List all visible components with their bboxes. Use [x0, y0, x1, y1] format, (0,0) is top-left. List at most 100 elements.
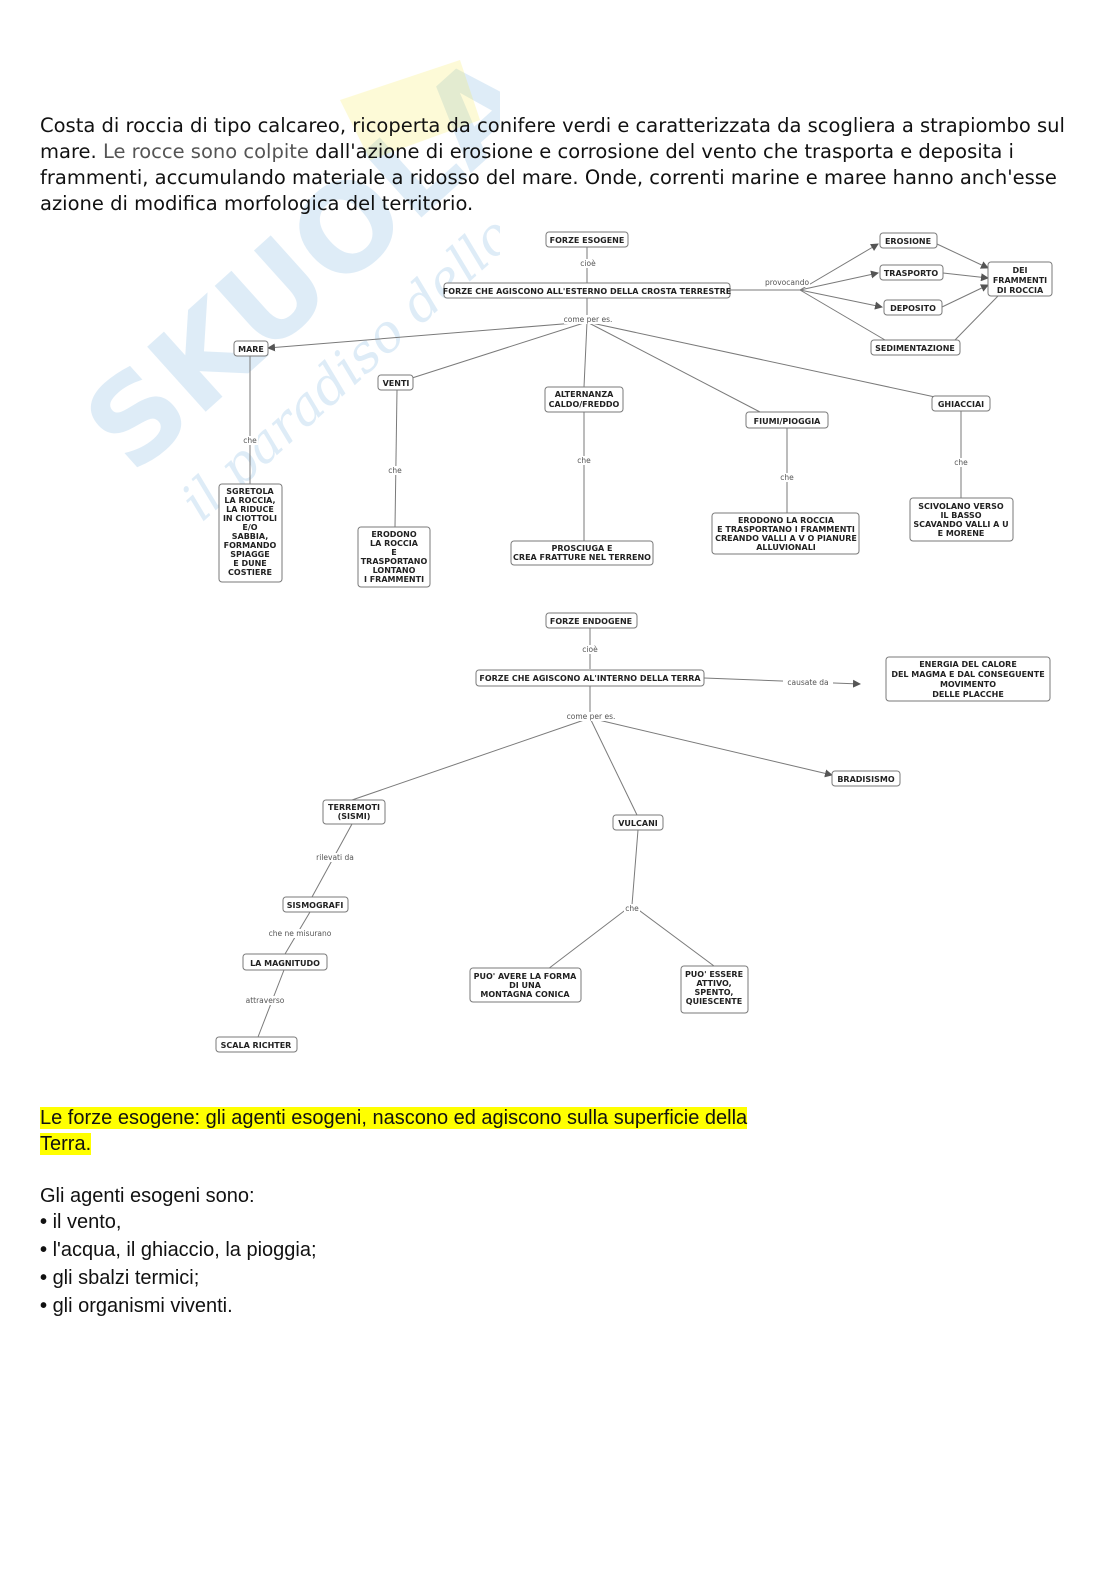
intro-part1: Costa di roccia di tipo calcareo, ricope…: [40, 114, 1065, 163]
svg-text:MONTAGNA CONICA: MONTAGNA CONICA: [480, 990, 570, 999]
node-forma-conica: PUO' AVERE LA FORMA DI UNA MONTAGNA CONI…: [469, 967, 582, 1003]
svg-text:LA RIDUCE: LA RIDUCE: [226, 505, 274, 514]
svg-text:(SISMI): (SISMI): [338, 812, 371, 821]
svg-text:ALLUVIONALI: ALLUVIONALI: [756, 543, 816, 552]
node-alternanza-desc: PROSCIUGA E CREA FRATTURE NEL TERRENO: [510, 540, 654, 566]
svg-text:IN CIOTTOLI: IN CIOTTOLI: [223, 514, 277, 523]
svg-text:CREANDO VALLI A V O PIANURE: CREANDO VALLI A V O PIANURE: [715, 534, 857, 543]
svg-text:COSTIERE: COSTIERE: [228, 568, 272, 577]
svg-text:DI ROCCIA: DI ROCCIA: [997, 286, 1044, 295]
svg-text:ERODONO: ERODONO: [371, 530, 417, 539]
node-sismografi: SISMOGRAFI: [282, 896, 349, 913]
svg-text:DEI: DEI: [1012, 266, 1027, 275]
node-frammenti-roccia: DEI FRAMMENTI DI ROCCIA: [987, 261, 1053, 297]
node-fiumi-desc: ERODONO LA ROCCIA E TRASPORTANO I FRAMME…: [711, 512, 860, 555]
node-forze-esterno: FORZE CHE AGISCONO ALL'ESTERNO DELLA CRO…: [443, 282, 731, 299]
intro-paragraph: Costa di roccia di tipo calcareo, ricope…: [40, 113, 1080, 217]
intro-part2: Le rocce sono colpite: [102, 140, 309, 163]
svg-text:SPENTO,: SPENTO,: [695, 988, 734, 997]
svg-text:FRAMMENTI: FRAMMENTI: [993, 276, 1047, 285]
node-alternanza: ALTERNANZA CALDO/FREDDO: [544, 386, 624, 413]
node-fiumi: FIUMI/PIOGGIA: [745, 411, 829, 429]
svg-text:E DUNE: E DUNE: [233, 559, 267, 568]
svg-text:E: E: [391, 548, 396, 557]
link-rilevati-da: rilevati da: [316, 853, 354, 862]
node-vulcani: VULCANI: [612, 814, 664, 831]
svg-text:MARE: MARE: [238, 345, 264, 354]
svg-text:SGRETOLA: SGRETOLA: [226, 487, 274, 496]
node-erosione: EROSIONE: [879, 232, 938, 249]
concept-map: cioè provocando come per es. che che che…: [215, 231, 1053, 1053]
link-che-ne-misurano: che ne misurano: [269, 929, 332, 938]
link-come-per-es-endo: come per es.: [567, 712, 616, 721]
svg-text:MOVIMENTO: MOVIMENTO: [940, 680, 996, 689]
svg-text:E/O: E/O: [242, 523, 257, 532]
highlight-line-1: Le forze esogene: gli agenti esogeni, na…: [40, 1107, 748, 1129]
list-item: il vento,: [40, 1208, 317, 1236]
svg-text:FORZE ESOGENE: FORZE ESOGENE: [550, 236, 625, 245]
svg-text:DEPOSITO: DEPOSITO: [890, 304, 936, 313]
svg-text:VENTI: VENTI: [383, 379, 410, 388]
node-ghiacciai: GHIACCIAI: [931, 395, 991, 412]
svg-text:ERODONO LA ROCCIA: ERODONO LA ROCCIA: [738, 516, 835, 525]
node-venti-desc: ERODONO LA ROCCIA E TRASPORTANO LONTANO …: [357, 526, 431, 588]
link-provocando: provocando: [765, 278, 810, 287]
node-scala-richter: SCALA RICHTER: [215, 1036, 298, 1053]
svg-text:SABBIA,: SABBIA,: [232, 532, 269, 541]
node-sedimentazione: SEDIMENTAZIONE: [870, 339, 961, 356]
svg-text:CREA FRATTURE NEL TERRENO: CREA FRATTURE NEL TERRENO: [513, 553, 651, 562]
node-forze-esogene: FORZE ESOGENE: [545, 231, 629, 248]
node-trasporto: TRASPORTO: [879, 264, 944, 281]
node-forze-interno: FORZE CHE AGISCONO AL'INTERNO DELLA TERR…: [475, 669, 705, 687]
link-cioe-exo: cioè: [580, 259, 596, 268]
link-che-alternanza: che: [577, 456, 591, 465]
svg-text:DI UNA: DI UNA: [509, 981, 542, 990]
svg-text:E MORENE: E MORENE: [938, 529, 985, 538]
exo-link-labels: cioè provocando come per es. che che che…: [242, 259, 969, 482]
highlight-line-2: Terra.: [40, 1133, 92, 1155]
svg-text:ALTERNANZA: ALTERNANZA: [555, 390, 614, 399]
node-magnitudo: LA MAGNITUDO: [242, 953, 328, 971]
node-mare-desc: SGRETOLA LA ROCCIA, LA RIDUCE IN CIOTTOL…: [218, 483, 283, 583]
node-energia: ENERGIA DEL CALORE DEL MAGMA E DAL CONSE…: [885, 656, 1051, 702]
svg-text:TRASPORTANO: TRASPORTANO: [361, 557, 428, 566]
svg-text:IL BASSO: IL BASSO: [940, 511, 981, 520]
link-come-per-es-exo: come per es.: [564, 315, 613, 324]
list-item: gli organismi viventi.: [40, 1292, 317, 1320]
svg-text:DEL MAGMA E DAL CONSEGUENTE: DEL MAGMA E DAL CONSEGUENTE: [891, 670, 1044, 679]
svg-text:FORMANDO: FORMANDO: [224, 541, 277, 550]
node-mare: MARE: [233, 340, 269, 357]
svg-text:PUO' ESSERE: PUO' ESSERE: [685, 970, 743, 979]
node-bradisismo: BRADISISMO: [831, 770, 901, 787]
agenti-list: il vento, l'acqua, il ghiaccio, la piogg…: [40, 1208, 317, 1320]
svg-text:SISMOGRAFI: SISMOGRAFI: [287, 901, 344, 910]
svg-text:LA MAGNITUDO: LA MAGNITUDO: [250, 959, 320, 968]
svg-text:SEDIMENTAZIONE: SEDIMENTAZIONE: [875, 344, 955, 353]
link-causate-da: causate da: [787, 678, 828, 687]
svg-text:EROSIONE: EROSIONE: [885, 237, 931, 246]
svg-text:VULCANI: VULCANI: [618, 819, 658, 828]
svg-text:LA ROCCIA,: LA ROCCIA,: [224, 496, 275, 505]
link-che-fiumi: che: [780, 473, 794, 482]
node-terremoti: TERREMOTI (SISMI): [322, 799, 386, 825]
svg-text:I FRAMMENTI: I FRAMMENTI: [364, 575, 424, 584]
forze-esogene-definition: Le forze esogene: gli agenti esogeni, na…: [40, 1105, 940, 1157]
svg-text:LONTANO: LONTANO: [373, 566, 416, 575]
link-attraverso: attraverso: [246, 996, 285, 1005]
svg-text:SCALA RICHTER: SCALA RICHTER: [221, 1041, 292, 1050]
svg-text:FIUMI/PIOGGIA: FIUMI/PIOGGIA: [754, 417, 822, 426]
node-stato-vulcano: PUO' ESSERE ATTIVO, SPENTO, QUIESCENTE: [680, 965, 749, 1014]
svg-text:FORZE CHE AGISCONO ALL'ESTERNO: FORZE CHE AGISCONO ALL'ESTERNO DELLA CRO…: [443, 287, 731, 296]
svg-text:FORZE CHE AGISCONO AL'INTERNO: FORZE CHE AGISCONO AL'INTERNO DELLA TERR…: [479, 674, 701, 683]
node-ghiacciai-desc: SCIVOLANO VERSO IL BASSO SCAVANDO VALLI …: [909, 497, 1014, 542]
intro-part3: dall'azione di erosione e corrosione del…: [40, 140, 1057, 215]
svg-text:FORZE ENDOGENE: FORZE ENDOGENE: [550, 617, 632, 626]
svg-text:SPIAGGE: SPIAGGE: [230, 550, 269, 559]
svg-text:ENERGIA DEL CALORE: ENERGIA DEL CALORE: [919, 660, 1017, 669]
endo-link-labels: cioè causate da come per es. rilevati da…: [244, 645, 833, 1005]
node-deposito: DEPOSITO: [883, 299, 943, 316]
svg-text:SCAVANDO VALLI A U: SCAVANDO VALLI A U: [913, 520, 1008, 529]
list-item: l'acqua, il ghiaccio, la pioggia;: [40, 1236, 317, 1264]
agenti-lead: Gli agenti esogeni sono:: [40, 1185, 255, 1207]
link-che-venti: che: [388, 466, 402, 475]
